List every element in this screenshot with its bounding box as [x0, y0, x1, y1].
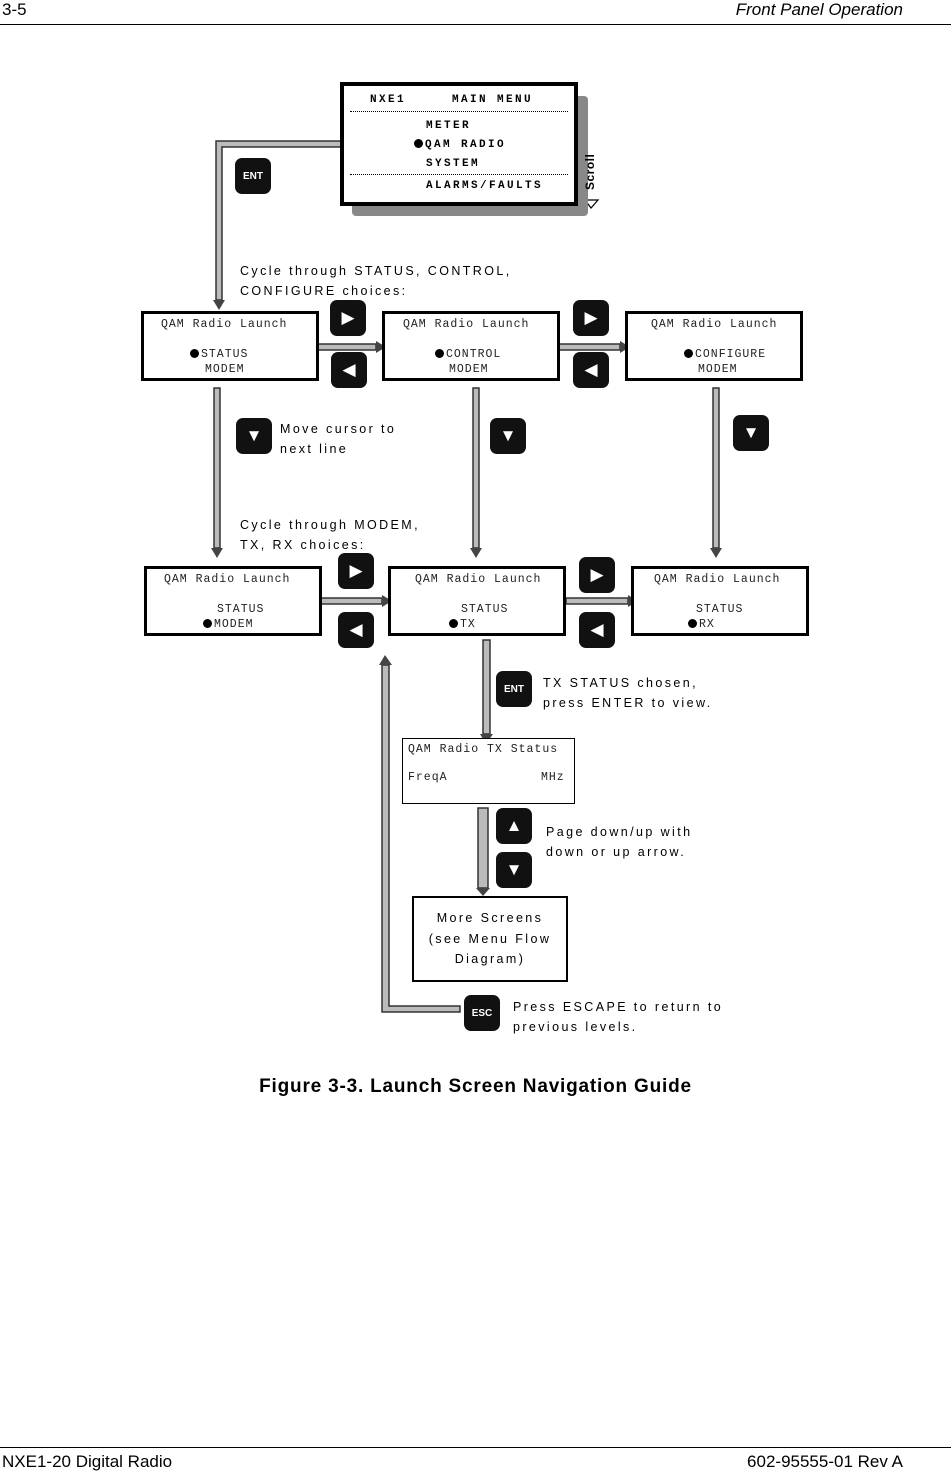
launch-screen-configure: QAM Radio Launch CONFIGURE MODEM: [625, 311, 803, 381]
document-number: 602-95555-01 Rev A: [747, 1452, 903, 1471]
more-screens-box: More Screens (see Menu Flow Diagram): [412, 896, 568, 982]
section-number: 3-5: [2, 0, 27, 19]
product-name: NXE1-20 Digital Radio: [2, 1452, 173, 1471]
screen-title: QAM Radio Launch: [654, 573, 781, 586]
cursor-icon: [414, 139, 423, 148]
launch-screen-control: QAM Radio Launch CONTROL MODEM: [382, 311, 560, 381]
menu-title-left: NXE1: [370, 94, 407, 106]
tx-status-screen: QAM Radio TX Status FreqA MHz: [402, 738, 575, 804]
freq-label: FreqA: [408, 771, 448, 784]
right-arrow-key-icon: ▶: [338, 553, 374, 589]
screen-title: QAM Radio TX Status: [408, 743, 559, 756]
menu-divider: [350, 111, 568, 112]
screen-line2: MODEM: [698, 363, 738, 376]
freq-unit: MHz: [541, 771, 565, 784]
screen-line2: MODEM: [205, 363, 245, 376]
note-cycle-status: Cycle through STATUS, CONTROL, CONFIGURE…: [240, 264, 512, 298]
up-arrow-key-icon: ▲: [496, 808, 532, 844]
right-arrow-key-icon: ▶: [573, 300, 609, 336]
screen-line2: TX: [449, 618, 476, 631]
note-move-cursor: Move cursor to next line: [280, 422, 397, 456]
down-arrow-key-icon: ▼: [236, 418, 272, 454]
left-arrow-key-icon: ◀: [338, 612, 374, 648]
screen-line2: MODEM: [203, 618, 254, 631]
left-arrow-key-icon: ◀: [573, 352, 609, 388]
menu-title-right: MAIN MENU: [452, 94, 534, 106]
escape-key: ESC: [464, 995, 500, 1031]
more-screens-line2: (see Menu Flow: [428, 931, 552, 946]
page-header: 3-5 Front Panel Operation: [0, 0, 951, 25]
screen-line1: STATUS: [190, 348, 248, 361]
screen-line1: CONTROL: [435, 348, 501, 361]
down-arrow-key-icon: ▼: [490, 418, 526, 454]
note-page: Page down/up with down or up arrow.: [546, 825, 693, 859]
cursor-icon: [688, 619, 697, 628]
figure-caption: Figure 3-3. Launch Screen Navigation Gui…: [259, 1076, 692, 1097]
screen-line1: CONFIGURE: [684, 348, 766, 361]
note-tx-chosen: TX STATUS chosen, press ENTER to view.: [543, 676, 713, 710]
screen-title: QAM Radio Launch: [403, 318, 530, 331]
screen-line1: STATUS: [461, 603, 509, 616]
menu-item-system: SYSTEM: [426, 158, 481, 170]
cursor-icon: [203, 619, 212, 628]
enter-key: ENT: [235, 158, 271, 194]
menu-item-meter: METER: [426, 120, 472, 132]
down-arrow-key-icon: ▼: [496, 852, 532, 888]
scroll-label: Scroll: [583, 153, 597, 190]
screen-title: QAM Radio Launch: [164, 573, 291, 586]
chapter-title: Front Panel Operation: [735, 0, 903, 19]
note-cycle-modem: Cycle through MODEM, TX, RX choices:: [240, 518, 420, 552]
main-menu-screen: NXE1 MAIN MENU METER QAM RADIO SYSTEM AL…: [340, 82, 578, 206]
right-arrow-key-icon: ▶: [330, 300, 366, 336]
more-screens-line3: Diagram): [454, 952, 526, 967]
left-arrow-key-icon: ◀: [579, 612, 615, 648]
more-screens-line1: More Screens: [436, 911, 544, 926]
note-escape: Press ESCAPE to return to previous level…: [513, 1000, 724, 1034]
cursor-icon: [684, 349, 693, 358]
screen-line1: STATUS: [696, 603, 744, 616]
right-arrow-key-icon: ▶: [579, 557, 615, 593]
menu-item-qam-radio: QAM RADIO: [414, 139, 506, 151]
cursor-icon: [435, 349, 444, 358]
menu-divider: [350, 174, 568, 175]
menu-item-alarms-faults: ALARMS/FAULTS: [426, 180, 544, 192]
screen-line2: MODEM: [449, 363, 489, 376]
launch-screen-status-modem: QAM Radio Launch STATUS MODEM: [144, 566, 322, 636]
cursor-icon: [449, 619, 458, 628]
page-footer: NXE1-20 Digital Radio 602-95555-01 Rev A: [0, 1447, 951, 1472]
screen-title: QAM Radio Launch: [651, 318, 778, 331]
cursor-icon: [190, 349, 199, 358]
launch-screen-status: QAM Radio Launch STATUS MODEM: [141, 311, 319, 381]
screen-title: QAM Radio Launch: [161, 318, 288, 331]
down-arrow-key-icon: ▼: [733, 415, 769, 451]
left-arrow-key-icon: ◀: [331, 352, 367, 388]
screen-title: QAM Radio Launch: [415, 573, 542, 586]
enter-key: ENT: [496, 671, 532, 707]
launch-screen-status-tx: QAM Radio Launch STATUS TX: [388, 566, 566, 636]
screen-line1: STATUS: [217, 603, 265, 616]
screen-line2: RX: [688, 618, 715, 631]
launch-screen-status-rx: QAM Radio Launch STATUS RX: [631, 566, 809, 636]
